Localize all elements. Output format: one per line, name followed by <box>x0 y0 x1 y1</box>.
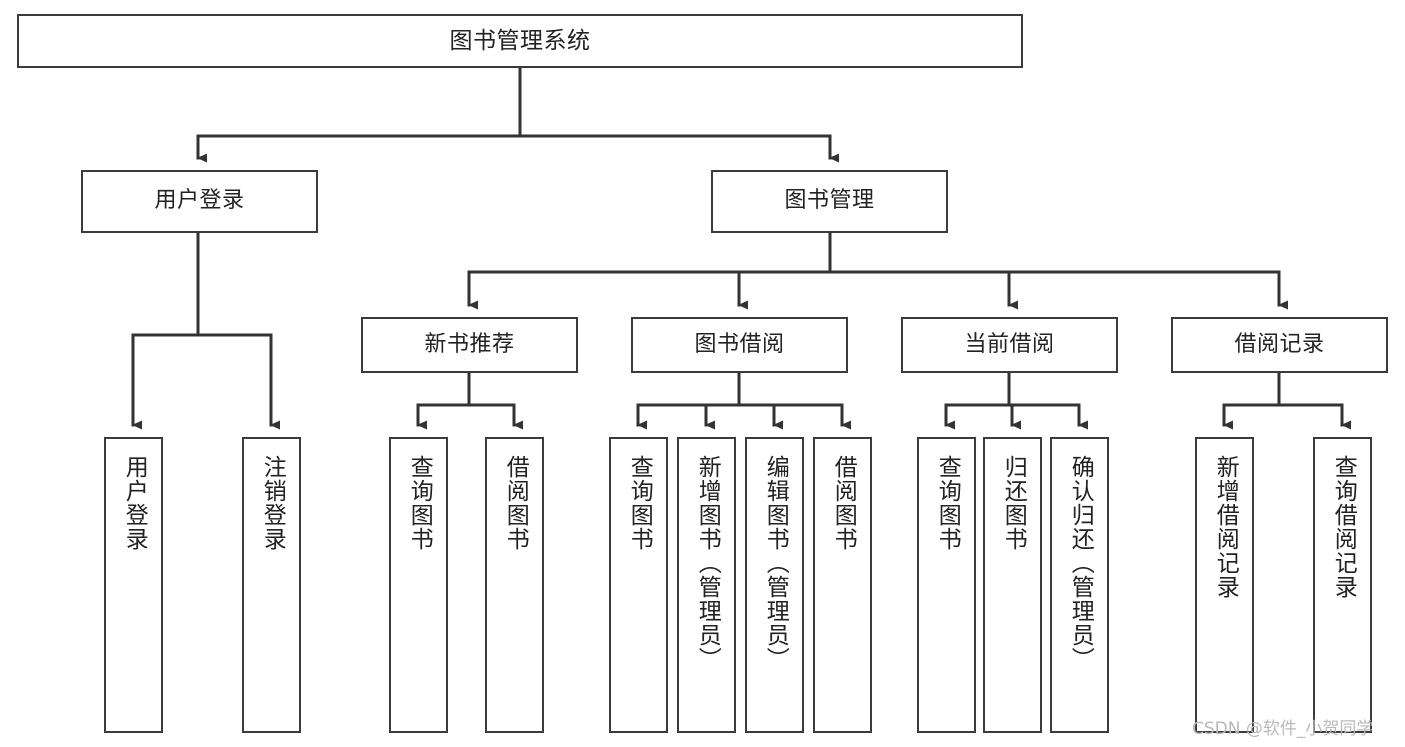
node-book-management[interactable]: 图书管理 <box>711 170 948 233</box>
node-leaf-query-book-3-label: 查询图书 <box>934 455 961 551</box>
node-leaf-edit-book-label: 编辑图书（管理员） <box>762 455 789 671</box>
watermark-text: CSDN @软件_小贺同学 <box>1192 719 1374 739</box>
node-leaf-return-book-label: 归还图书 <box>1000 455 1027 551</box>
node-root-system[interactable]: 图书管理系统 <box>17 14 1023 68</box>
node-leaf-query-book-1[interactable]: 查询图书 <box>389 437 448 733</box>
node-book-management-label: 图书管理 <box>784 188 875 214</box>
node-user-login-label: 用户登录 <box>154 188 245 214</box>
node-leaf-logout-login-label: 注销登录 <box>259 455 286 551</box>
node-leaf-query-book-2-label: 查询图书 <box>626 455 653 551</box>
node-leaf-borrow-book-1-label: 借阅图书 <box>502 455 529 551</box>
node-book-borrow-label: 图书借阅 <box>694 331 785 357</box>
node-user-login[interactable]: 用户登录 <box>81 170 318 233</box>
node-leaf-query-record[interactable]: 查询借阅记录 <box>1313 437 1372 733</box>
node-leaf-return-book[interactable]: 归还图书 <box>983 437 1042 733</box>
node-book-borrow[interactable]: 图书借阅 <box>631 317 848 373</box>
node-root-system-label: 图书管理系统 <box>449 27 591 54</box>
node-leaf-add-record[interactable]: 新增借阅记录 <box>1195 437 1254 733</box>
node-leaf-query-book-3[interactable]: 查询图书 <box>917 437 976 733</box>
node-leaf-add-book-label: 新增图书（管理员） <box>694 455 721 671</box>
node-leaf-user-login[interactable]: 用户登录 <box>104 437 163 733</box>
node-current-borrow-label: 当前借阅 <box>964 331 1055 357</box>
node-new-book-recommend-label: 新书推荐 <box>424 331 515 357</box>
node-leaf-borrow-book-2-label: 借阅图书 <box>830 455 857 551</box>
node-leaf-user-login-label: 用户登录 <box>121 455 148 551</box>
node-leaf-logout-login[interactable]: 注销登录 <box>242 437 301 733</box>
node-leaf-borrow-book-2[interactable]: 借阅图书 <box>813 437 872 733</box>
node-current-borrow[interactable]: 当前借阅 <box>901 317 1118 373</box>
node-leaf-edit-book[interactable]: 编辑图书（管理员） <box>745 437 804 733</box>
node-borrow-record[interactable]: 借阅记录 <box>1171 317 1388 373</box>
node-borrow-record-label: 借阅记录 <box>1234 331 1325 357</box>
node-leaf-confirm-return-label: 确认归还（管理员） <box>1067 455 1094 671</box>
node-leaf-query-record-label: 查询借阅记录 <box>1330 455 1357 599</box>
node-leaf-borrow-book-1[interactable]: 借阅图书 <box>485 437 544 733</box>
node-leaf-add-book[interactable]: 新增图书（管理员） <box>677 437 736 733</box>
node-leaf-confirm-return[interactable]: 确认归还（管理员） <box>1050 437 1109 733</box>
node-leaf-query-book-2[interactable]: 查询图书 <box>609 437 668 733</box>
node-new-book-recommend[interactable]: 新书推荐 <box>361 317 578 373</box>
node-leaf-add-record-label: 新增借阅记录 <box>1212 455 1239 599</box>
node-leaf-query-book-1-label: 查询图书 <box>406 455 433 551</box>
